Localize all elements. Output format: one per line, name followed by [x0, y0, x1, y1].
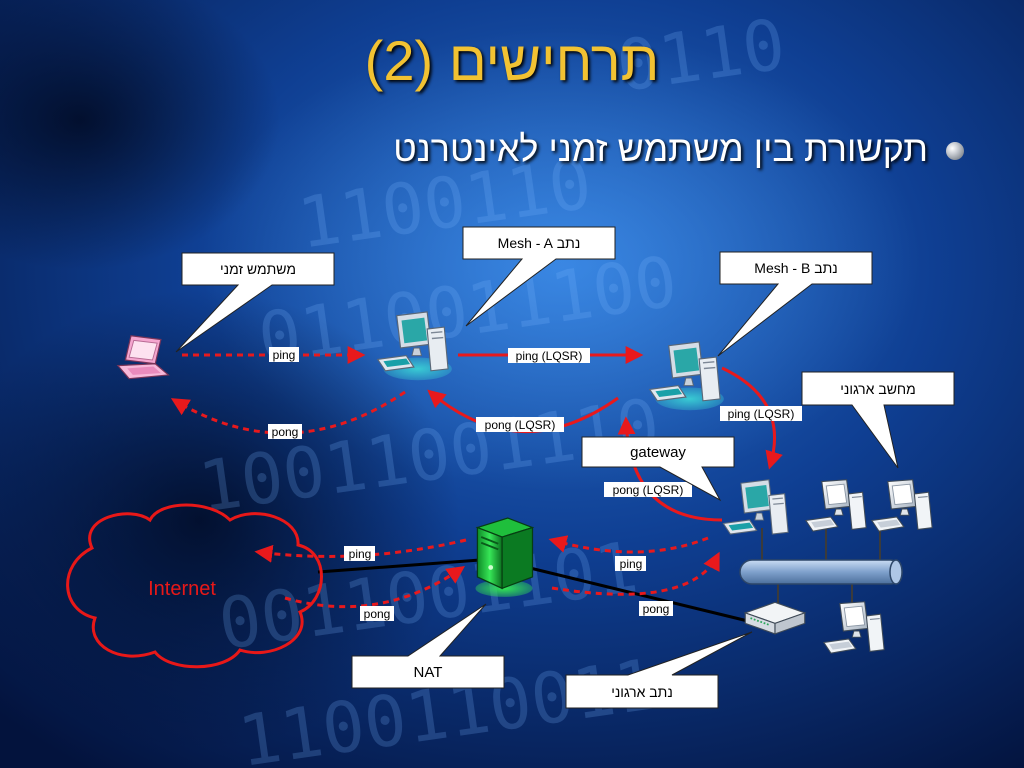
label-pong-user: pong	[272, 425, 299, 439]
arrow-ping-gateway-to-nat	[548, 535, 709, 554]
callout-org-computer-text: מחשב ארגוני	[840, 381, 916, 397]
callout-mesh-b-text: נתב Mesh - B	[754, 260, 837, 276]
label-pong-nat-gw: pong	[643, 602, 670, 616]
callout-gateway: gateway	[581, 436, 735, 502]
callout-mesh-a-text: נתב Mesh - A	[498, 235, 581, 251]
bullet-text: תקשורת בין משתמש זמני לאינטרנט	[393, 128, 928, 169]
label-pong-internet: pong	[364, 607, 391, 621]
label-ping-gw-nat: ping	[620, 557, 643, 571]
internet-to-nat-wire	[317, 558, 481, 574]
lan-bus	[739, 559, 903, 585]
office-pc-2	[871, 479, 933, 532]
internet-label: Internet	[148, 578, 216, 600]
mesh-router-b-pc	[649, 341, 725, 412]
callout-org-router: נתב ארגוני	[565, 631, 753, 709]
label-pong-lqsr-ba: pong (LQSR)	[485, 418, 556, 432]
mesh-router-a-pc	[377, 311, 453, 382]
label-ping-internet: ping	[349, 547, 372, 561]
temp-user-laptop	[117, 335, 169, 380]
office-pc-3	[823, 601, 885, 654]
callout-org-computer: מחשב ארגוני	[801, 371, 955, 469]
callout-temp-user-text: משתמש זמני	[220, 261, 296, 277]
label-pong-lqsr-gwb: pong (LQSR)	[613, 483, 684, 497]
office-pc-1	[805, 479, 867, 532]
callout-org-router-text: נתב ארגוני	[611, 684, 673, 700]
arrow-ping-nat-to-internet	[254, 538, 467, 563]
slide-title: תרחישים (2)	[364, 29, 660, 92]
callout-nat: NAT	[351, 603, 505, 689]
gateway-pc	[722, 479, 789, 535]
callout-temp-user: משתמש זמני	[175, 252, 335, 353]
label-ping-lqsr-bgw: ping (LQSR)	[728, 407, 795, 421]
bullet-icon	[946, 142, 964, 161]
label-ping-lqsr-ab: ping (LQSR)	[516, 349, 583, 363]
bullet-item: תקשורת בין משתמש זמני לאינטרנט	[393, 128, 964, 170]
label-ping-user: ping	[273, 348, 296, 362]
nat-server	[474, 517, 534, 598]
callout-nat-text: NAT	[414, 664, 443, 681]
arrow-pong-internet-to-nat	[284, 565, 465, 609]
office-router	[744, 601, 806, 635]
callout-mesh-b: נתב Mesh - B	[717, 251, 873, 357]
internet-cloud	[66, 503, 323, 669]
callout-mesh-a: נתב Mesh - A	[462, 226, 616, 327]
arrow-pong-nat-to-gateway	[551, 551, 720, 596]
callout-gateway-text: gateway	[630, 444, 686, 461]
